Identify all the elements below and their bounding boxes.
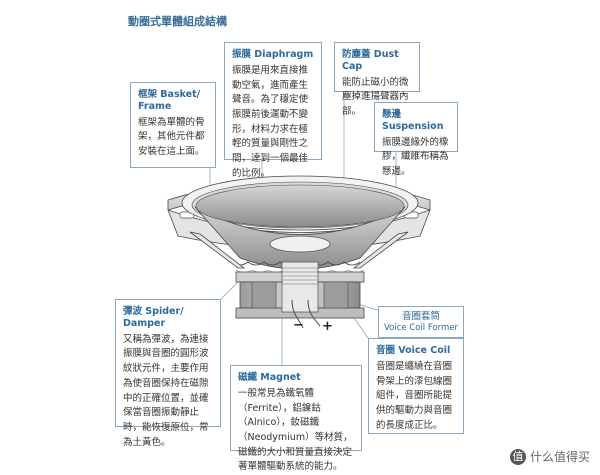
callout-dustcap-body: 能防止磁小的微塵掉進揚聲器內部。 <box>342 76 409 118</box>
callout-dustcap: 防塵蓋 Dust Cap 能防止磁小的微塵掉進揚聲器內部。 <box>334 42 420 117</box>
callout-spider-body: 又稱為彈波，為連接振膜與音圈的圓形波紋狀元件，主要作用為使音圈保持在磁隙中的正確… <box>123 333 209 448</box>
callout-voice-coil-former-subtitle: Voice Coil Former <box>383 322 459 333</box>
callout-voice-coil-former: 音圈套筒 Voice Coil Former <box>378 306 464 338</box>
callout-diaphragm: 振膜 Diaphragm 振膜是用來直接推動空氣，進而產生聲音。為了穩定使振膜前… <box>224 42 322 179</box>
callout-dustcap-title: 防塵蓋 Dust Cap <box>342 49 399 72</box>
callout-diaphragm-title: 振膜 Diaphragm <box>232 49 314 60</box>
callout-voice-coil: 音圈 Voice Coil 音圈是纏繞在音圈骨架上的漆包線圈組件，音圈所能提供的… <box>368 338 464 434</box>
callout-magnet: 磁鐵 Magnet 一般常見為鐵氧體（Ferrite），鋁鎳鈷（Alnico），… <box>230 365 362 472</box>
callout-basket: 框架 Basket/ Frame 框架為單體的骨架，其他元件都安裝在這上面。 <box>130 82 216 168</box>
callout-voice-coil-former-title: 音圈套筒 <box>401 311 440 322</box>
watermark-logo-icon: 值 <box>509 449 526 465</box>
callout-diaphragm-body: 振膜是用來直接推動空氣，進而產生聲音。為了穩定使振膜前後運動不變形，材料力求在極… <box>232 64 309 179</box>
callout-spider: 彈波 Spider/ Damper 又稱為彈波，為連接振膜與音圈的圓形波紋狀元件… <box>115 299 221 448</box>
callout-suspension-title: 懸邊 Suspension <box>382 109 444 132</box>
callout-magnet-body: 一般常見為鐵氧體（Ferrite），鋁鎳鈷（Alnico），釹磁鐵（Neodym… <box>238 387 353 473</box>
callout-basket-title: 框架 Basket/ Frame <box>138 89 201 112</box>
watermark-text: 什么值得买 <box>529 449 590 464</box>
callout-voice-coil-body: 音圈是纏繞在音圈骨架上的漆包線圈組件，音圈所能提供的驅動力與音圈的長度成正比。 <box>376 360 453 431</box>
callout-suspension: 懸邊 Suspension 振膜邊緣外的橡膠，纖維布稱為懸邊。 <box>374 102 458 177</box>
terminal-minus: − <box>293 318 304 333</box>
diagram-title: 動圈式單體組成結構 <box>128 15 227 28</box>
callout-basket-body: 框架為單體的骨架，其他元件都安裝在這上面。 <box>138 116 205 158</box>
callout-suspension-body: 振膜邊緣外的橡膠，纖維布稱為懸邊。 <box>382 136 449 178</box>
callout-magnet-title: 磁鐵 Magnet <box>238 372 301 383</box>
terminal-plus: + <box>322 319 333 334</box>
callout-voice-coil-title: 音圈 Voice Coil <box>376 345 451 356</box>
callout-spider-title: 彈波 Spider/ Damper <box>123 306 184 329</box>
watermark: 值什么值得买 <box>509 448 590 465</box>
